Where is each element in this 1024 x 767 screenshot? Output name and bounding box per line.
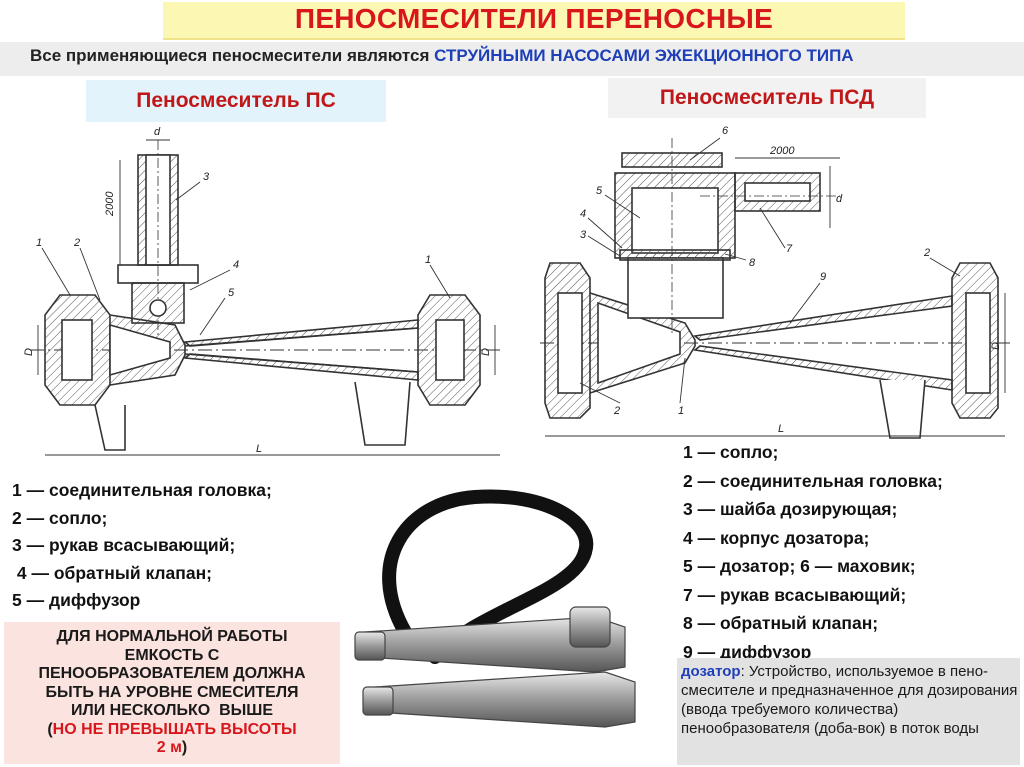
ps-label: Пеносмеситель ПС <box>86 80 386 122</box>
psd-callout-9: 9 <box>820 271 826 283</box>
note-line: 2 м) <box>4 739 340 758</box>
page-title: ПЕНОСМЕСИТЕЛИ ПЕРЕНОСНЫЕ <box>294 3 774 34</box>
psd-legend: 1 — сопло; 2 — соединительная головка; 3… <box>683 438 943 666</box>
note-paren-open: ( <box>47 720 53 738</box>
psd-legend-item: 3 — шайба дозирующая; <box>683 499 898 519</box>
note-height-limit: 2 м <box>156 739 182 756</box>
psd-callout-8: 8 <box>749 257 756 269</box>
subtitle-background <box>0 42 1024 76</box>
psd-callout-3: 3 <box>580 229 587 241</box>
psd-dim-L: L <box>778 423 784 435</box>
subtitle-highlight: СТРУЙНЫМИ НАСОСАМИ ЭЖЕКЦИОННОГО ТИПА <box>434 46 854 65</box>
definition-term: дозатор <box>681 663 741 680</box>
ps-callout-5: 5 <box>228 287 235 299</box>
note-line: ИЛИ НЕСКОЛЬКО ВЫШЕ <box>70 702 274 719</box>
ps-dim-D-right: D <box>480 348 492 356</box>
psd-legend-item: 1 — сопло; <box>683 442 779 462</box>
psd-label: Пеносмеситель ПСД <box>608 78 926 118</box>
note-line: (НО НЕ ПРЕВЫШАТЬ ВЫСОТЫ <box>4 721 340 740</box>
psd-dim-D: D <box>990 342 1002 350</box>
ps-callout-1: 1 <box>36 237 42 249</box>
psd-callout-1: 1 <box>678 405 684 417</box>
ps-legend-item: 4 — обратный клапан; <box>12 562 212 583</box>
ps-dim-L: L <box>256 443 262 455</box>
ps-dim-D-left: D <box>23 348 35 356</box>
title-background <box>163 2 905 40</box>
note-warning: НО НЕ ПРЕВЫШАТЬ ВЫСОТЫ <box>52 720 297 738</box>
psd-callout-6: 6 <box>722 125 729 137</box>
psd-legend-item: 5 — дозатор; 6 — маховик; <box>683 556 916 576</box>
psd-callout-2-right: 2 <box>923 247 930 259</box>
ps-drawing: 1 2 3 4 5 1 2000 d D D L <box>23 126 500 456</box>
psd-callout-7: 7 <box>786 243 793 255</box>
psd-drawing: 6 5 4 3 7 8 9 2 2 1 2000 d D L <box>540 125 1010 439</box>
definition: дозатор: Устройство, используемое в пено… <box>681 662 1019 738</box>
mixing-note: ДЛЯ НОРМАЛЬНОЙ РАБОТЫ ЕМКОСТЬ С ПЕНООБРА… <box>4 628 340 758</box>
foam-mixer-photo <box>354 489 636 728</box>
ps-legend-item: 1 — соединительная головка; <box>12 480 272 500</box>
note-line: ЕМКОСТЬ С <box>124 646 220 664</box>
ps-dim-2000: 2000 <box>104 191 116 217</box>
ps-callout-4: 4 <box>233 259 239 271</box>
definition-text: : Устройство, используемое в пено-смесит… <box>681 663 1018 737</box>
note-paren-close: ) <box>181 739 188 756</box>
psd-callout-4: 4 <box>580 208 586 220</box>
ps-callout-3: 3 <box>203 171 210 183</box>
note-line: БЫТЬ НА УРОВНЕ СМЕСИТЕЛЯ <box>45 683 299 701</box>
ps-dim-d: d <box>154 126 161 138</box>
note-line: ПЕНООБРАЗОВАТЕЛЕМ ДОЛЖНА <box>38 665 306 682</box>
psd-legend-item: 8 — обратный клапан; <box>683 613 879 633</box>
ps-legend: 1 — соединительная головка; 2 — сопло; 3… <box>12 477 272 615</box>
ps-legend-item: 5 — диффузор <box>12 590 141 610</box>
note-line: ДЛЯ НОРМАЛЬНОЙ РАБОТЫ <box>56 628 288 645</box>
psd-legend-item: 9 — диффузор <box>683 641 812 662</box>
ps-callout-2: 2 <box>73 237 80 249</box>
definition-background <box>677 658 1020 765</box>
ps-legend-item: 2 — сопло; <box>12 507 108 528</box>
psd-dim-d: d <box>836 193 843 205</box>
psd-legend-item: 7 — рукав всасывающий; <box>683 584 907 605</box>
ps-legend-item: 3 — рукав всасывающий; <box>12 535 236 555</box>
subtitle-prefix: Все применяющиеся пеносмесители являются <box>30 46 430 65</box>
psd-callout-5: 5 <box>596 185 603 197</box>
psd-legend-item: 2 — соединительная головка; <box>683 470 943 491</box>
subtitle: Все применяющиеся пеносмесители являются… <box>30 46 1010 66</box>
note-background <box>4 622 340 764</box>
psd-legend-item: 4 — корпус дозатора; <box>683 527 870 548</box>
psd-dim-2000: 2000 <box>769 145 795 157</box>
ps-callout-1-right: 1 <box>425 254 431 266</box>
psd-callout-2-left: 2 <box>613 405 620 417</box>
